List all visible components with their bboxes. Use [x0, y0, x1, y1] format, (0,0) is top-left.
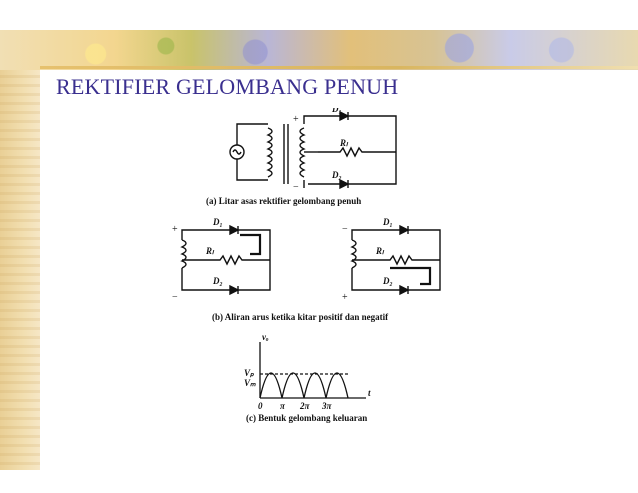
- rectifier-figure: D₁ D₂ Rₗ + − (a) Litar asas rektifier ge…: [90, 104, 550, 448]
- rectified-wave: [259, 372, 349, 399]
- waveform-plot: [259, 342, 366, 399]
- slide-title: REKTIFIER GELOMBANG PENUH: [56, 74, 399, 99]
- decorative-header-strip: [0, 30, 638, 70]
- label-x2pi: 2π: [299, 401, 311, 411]
- load-resistor-icon: [318, 146, 396, 158]
- label-minus-b1: −: [172, 292, 178, 303]
- label-plus-b1: +: [172, 224, 178, 235]
- resistor-b2-icon: [378, 254, 440, 266]
- diode-d2-icon: [339, 178, 350, 190]
- label-plus-a: +: [293, 114, 299, 125]
- label-t: t: [368, 388, 371, 398]
- coil-b1-icon: [180, 239, 187, 269]
- label-xpi: π: [280, 401, 286, 411]
- label-minus-a: −: [293, 182, 299, 193]
- label-vm: Vₘ: [244, 378, 256, 388]
- label-vo: vₒ: [262, 332, 269, 342]
- primary-coil-icon: [266, 127, 273, 178]
- label-x3pi: 3π: [321, 401, 333, 411]
- secondary-coil-icon: [299, 127, 306, 178]
- diode-d1-icon: [339, 110, 350, 122]
- title-underline: [40, 66, 638, 69]
- label-plus-b2: +: [342, 292, 348, 303]
- label-minus-b2: −: [342, 224, 348, 235]
- resistor-b1-icon: [208, 254, 270, 266]
- label-d2-b1: D₂: [212, 276, 223, 286]
- label-d1-b2: D₁: [382, 217, 393, 227]
- circuit-b-positive: [180, 224, 271, 296]
- circuit-a: [229, 110, 397, 190]
- caption-c: (c) Bentuk gelombang keluaran: [246, 413, 367, 423]
- circuit-b-negative: [350, 224, 441, 296]
- label-d2-b2: D₂: [382, 276, 393, 286]
- label-x0: 0: [258, 401, 263, 411]
- label-d1-b1: D₁: [212, 217, 223, 227]
- label-d1-a: D₁: [331, 108, 342, 114]
- label-d2-a: D₂: [331, 170, 342, 180]
- coil-b2-icon: [350, 239, 357, 269]
- label-rl-a: Rₗ: [339, 138, 349, 148]
- label-rl-b2: Rₗ: [375, 246, 385, 256]
- caption-a: (a) Litar asas rektifier gelombang penuh: [206, 196, 361, 206]
- label-vp: Vₚ: [244, 368, 254, 378]
- label-rl-b1: Rₗ: [205, 246, 215, 256]
- caption-b: (b) Aliran arus ketika kitar positif dan…: [212, 312, 389, 322]
- rectifier-diagram: D₁ D₂ Rₗ + − (a) Litar asas rektifier ge…: [172, 104, 441, 423]
- current-arrow-b1: [240, 233, 262, 256]
- current-arrow-b2: [390, 266, 432, 286]
- decorative-left-bar: [0, 30, 40, 470]
